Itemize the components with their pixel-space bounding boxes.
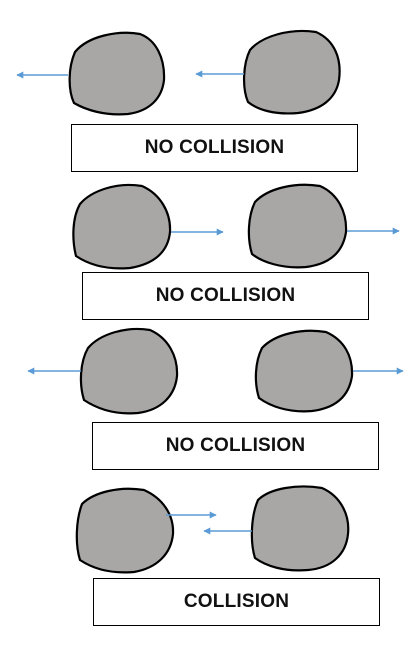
outcome-label-2: NO COLLISION [155, 285, 296, 306]
outcome-box-2: NO COLLISION [82, 272, 369, 320]
outcome-label-3: NO COLLISION [165, 435, 306, 456]
rock-right [250, 485, 350, 572]
rock-left [72, 183, 172, 270]
outcome-box-4: COLLISION [93, 578, 380, 626]
outcome-box-3: NO COLLISION [92, 422, 379, 470]
rock-right [247, 183, 348, 269]
scenario-4 [75, 485, 350, 574]
rock-right [254, 329, 354, 413]
outcome-label-1: NO COLLISION [144, 137, 285, 158]
rock-left [79, 327, 179, 415]
outcome-box-1: NO COLLISION [71, 124, 358, 172]
scenario-1 [16, 29, 341, 116]
rock-right [243, 29, 341, 115]
rock-left [75, 487, 175, 574]
scenario-3 [27, 327, 404, 415]
rock-left [68, 31, 166, 116]
outcome-label-4: COLLISION [183, 591, 290, 612]
scenario-2 [72, 183, 400, 270]
